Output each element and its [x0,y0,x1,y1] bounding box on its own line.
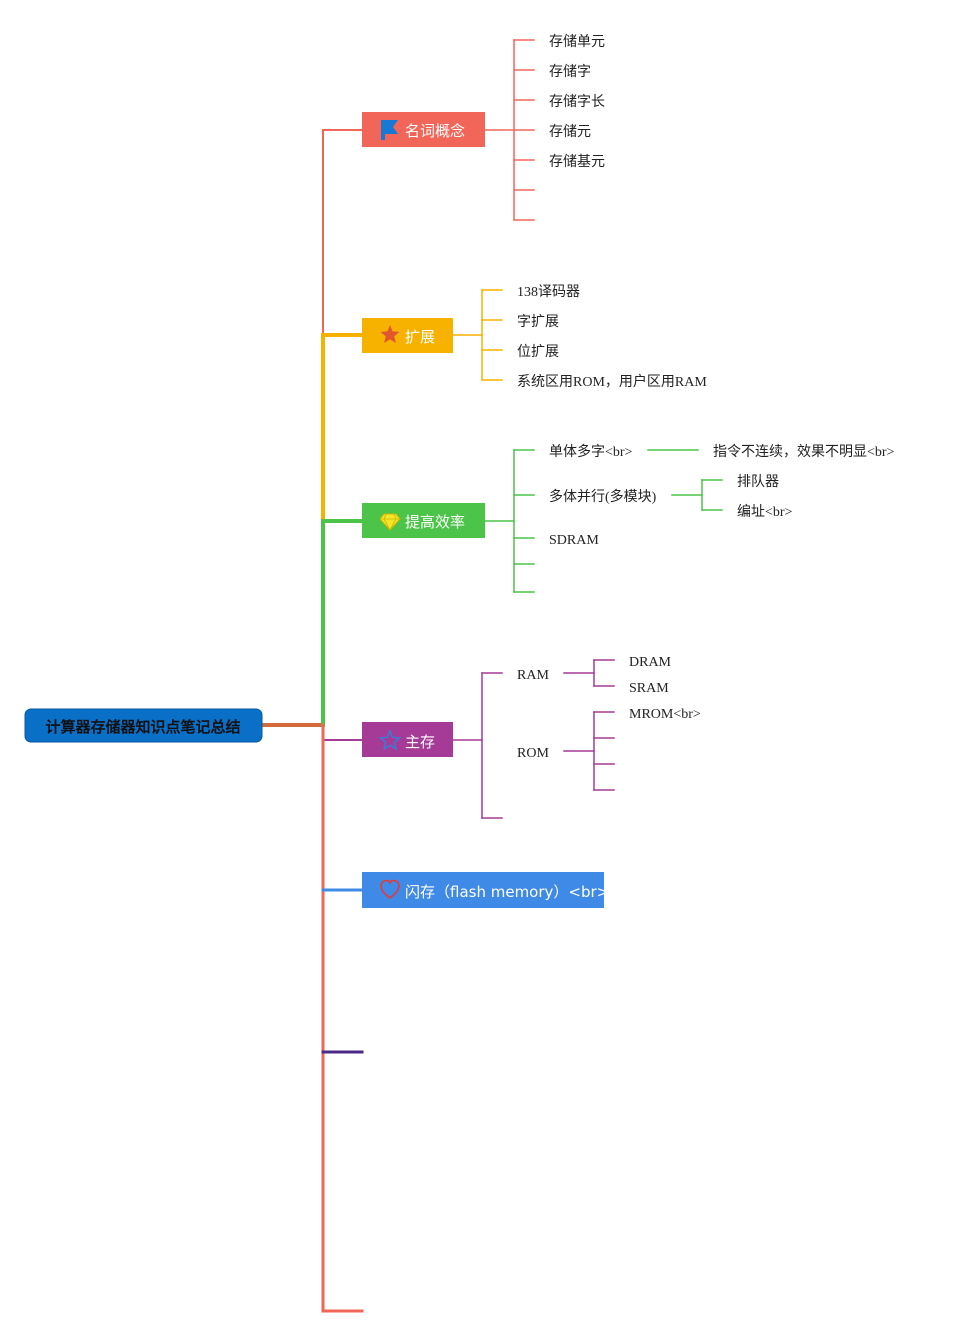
leaf-discontinuous-instructions[interactable]: 指令不连续，效果不明显<br> [713,443,895,460]
root-label: 计算器存储器知识点笔记总结 [45,718,240,736]
leaf-sram[interactable]: SRAM [629,681,669,696]
concepts-leaves: 存储单元 存储字 存储字长 存储元 存储基元 [549,34,605,170]
branch-node-expansion[interactable]: 扩展 [362,318,453,353]
leaf-storage-cell[interactable]: 存储基元 [549,153,605,170]
branch-label-flash: 闪存（flash memory）<br> [405,883,609,901]
heart-icon [380,879,400,899]
connectors [260,39,723,1313]
trunk-line-concepts [322,129,363,726]
leaf-storage-element[interactable]: 存储元 [549,124,591,140]
flag-icon [381,120,398,140]
leaf-word-expansion[interactable]: 字扩展 [517,314,559,330]
leaf-138-decoder[interactable]: 138译码器 [517,284,580,300]
branch-label-concepts: 名词概念 [405,122,465,140]
leaf-ram[interactable]: RAM [517,668,549,683]
leaf-word-length[interactable]: 存储字长 [549,94,605,110]
leaf-storage-word[interactable]: 存储字 [549,64,591,80]
leaf-bit-expansion[interactable]: 位扩展 [517,344,559,360]
trunk-line-efficiency [321,519,364,727]
leaf-rom[interactable]: ROM [517,746,549,761]
concepts-connectors [484,39,535,221]
branch-node-concepts[interactable]: 名词概念 [362,112,485,147]
expansion-connectors [452,289,503,381]
main-memory-connectors [452,659,615,819]
root-node[interactable]: 计算器存储器知识点笔记总结 [24,708,263,743]
trunk-line-expansion [321,333,364,727]
efficiency-leaves: 单体多字<br> 指令不连续，效果不明显<br> 多体并行(多模块) 排队器 编… [549,443,895,548]
main-memory-leaves: RAM DRAM SRAM ROM MROM<br> [517,655,701,761]
trunk-line-lower [321,723,364,1313]
star-icon [380,325,400,343]
leaf-addressing[interactable]: 编址<br> [737,504,793,520]
branch-node-efficiency[interactable]: 提高效率 [362,503,485,538]
leaf-mrom[interactable]: MROM<br> [629,707,701,722]
efficiency-connectors [484,449,723,593]
branch-node-flash[interactable]: 闪存（flash memory）<br> [362,872,609,908]
leaf-queue[interactable]: 排队器 [737,474,779,490]
diamond-icon [379,513,401,531]
branch-label-expansion: 扩展 [405,328,435,346]
leaf-single-multi-word[interactable]: 单体多字<br> [549,443,633,460]
leaf-sdram[interactable]: SDRAM [549,533,599,548]
leaf-multi-bank-parallel[interactable]: 多体并行(多模块) [549,488,657,505]
star-outline-icon [378,729,402,751]
branch-label-efficiency: 提高效率 [405,513,465,531]
branch-label-main-memory: 主存 [405,733,435,751]
branch-node-main-memory[interactable]: 主存 [362,722,453,757]
leaf-rom-ram-area[interactable]: 系统区用ROM，用户区用RAM [517,373,707,390]
leaf-storage-unit[interactable]: 存储单元 [549,34,605,50]
leaf-dram[interactable]: DRAM [629,655,672,670]
expansion-leaves: 138译码器 字扩展 位扩展 系统区用ROM，用户区用RAM [517,284,707,390]
